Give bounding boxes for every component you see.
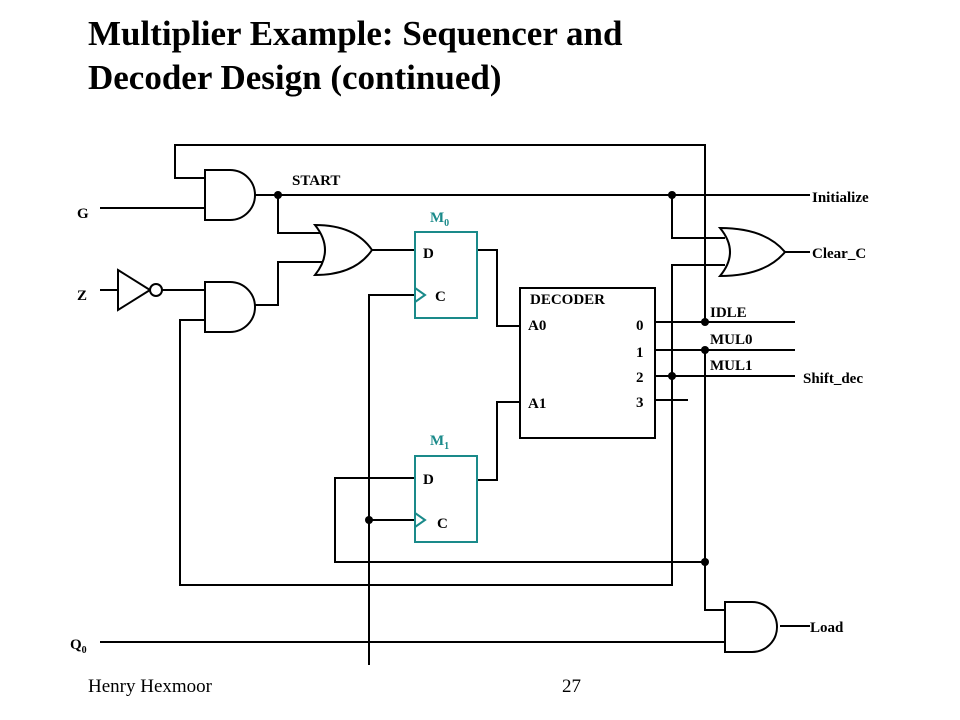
footer-page-number: 27: [562, 676, 581, 697]
flipflop-m1-clock-triangle: [414, 512, 427, 528]
label-q0-sub: 0: [82, 645, 87, 656]
label-mul0: MUL0: [710, 332, 753, 348]
decoder-a1: A1: [528, 396, 546, 412]
wire-and2-lower: [179, 319, 673, 586]
label-m0-d: D: [423, 246, 434, 262]
junction-clock: [365, 516, 373, 524]
junction-m1-feedback: [701, 558, 709, 566]
title-line-1: Multiplier Example: Sequencer and: [88, 14, 623, 53]
label-m1-main: M: [430, 433, 444, 449]
wire-start-to-or: [277, 195, 322, 234]
flipflop-m1: [414, 455, 478, 543]
junction-mul1: [668, 372, 676, 380]
not-gate-bubble: [149, 283, 163, 297]
wires: [100, 144, 810, 665]
junctions: [274, 191, 709, 566]
or-gate-next-state: [312, 223, 374, 277]
label-shift-dec: Shift_dec: [803, 371, 863, 387]
decoder-box: [519, 287, 656, 439]
title-line-2: Decoder Design (continued): [88, 58, 502, 97]
wire-m0-to-a0: [477, 249, 520, 327]
label-m0-sub: 0: [444, 218, 449, 229]
decoder-title: DECODER: [530, 292, 605, 308]
label-g: G: [77, 206, 89, 222]
label-load: Load: [810, 620, 844, 636]
label-clear-c: Clear_C: [812, 246, 866, 262]
label-m1-d: D: [423, 472, 434, 488]
wire-mul1-to-or2: [671, 264, 725, 376]
flipflop-m0-clock-triangle: [414, 287, 427, 303]
wire-top-loop: [174, 144, 725, 239]
wire-and2-to-or: [255, 261, 322, 306]
label-m1: M1: [430, 433, 449, 452]
footer-author: Henry Hexmoor: [88, 676, 212, 697]
gates: [117, 169, 787, 653]
label-q0-main: Q: [70, 637, 82, 653]
junction-initialize: [668, 191, 676, 199]
label-idle: IDLE: [710, 305, 747, 321]
label-q0: Q0: [70, 637, 87, 656]
wire-m1-to-a1: [477, 401, 520, 481]
label-start: START: [292, 173, 340, 189]
junction-start: [274, 191, 282, 199]
label-m1-sub: 1: [444, 441, 449, 452]
and-gate-z: [204, 281, 256, 333]
decoder-out-1: 1: [636, 345, 644, 361]
label-z: Z: [77, 288, 87, 304]
label-initialize: Initialize: [812, 190, 869, 206]
decoder-a0: A0: [528, 318, 546, 334]
label-m1-c: C: [437, 516, 448, 532]
wire-init-to-or2: [671, 195, 705, 239]
and-gate-start: [204, 169, 256, 221]
not-gate-z: [117, 268, 152, 312]
wire-clock: [368, 294, 415, 665]
and-gate-load: [724, 601, 778, 653]
label-m0: M0: [430, 210, 449, 229]
wire-mul0-down: [704, 350, 725, 611]
flipflop-m0: [414, 231, 478, 319]
label-mul1: MUL1: [710, 358, 753, 374]
junction-idle: [701, 318, 709, 326]
label-m0-c: C: [435, 289, 446, 305]
flipflops: [414, 231, 478, 543]
decoder-out-2: 2: [636, 370, 644, 386]
junction-mul0: [701, 346, 709, 354]
decoder-out-0: 0: [636, 318, 644, 334]
or-gate-clear-c: [717, 226, 787, 278]
decoder-out-3: 3: [636, 395, 644, 411]
wire-m1-d-feedback: [334, 477, 705, 563]
slide-title: Multiplier Example: Sequencer and Decode…: [88, 12, 888, 100]
label-m0-main: M: [430, 210, 444, 226]
